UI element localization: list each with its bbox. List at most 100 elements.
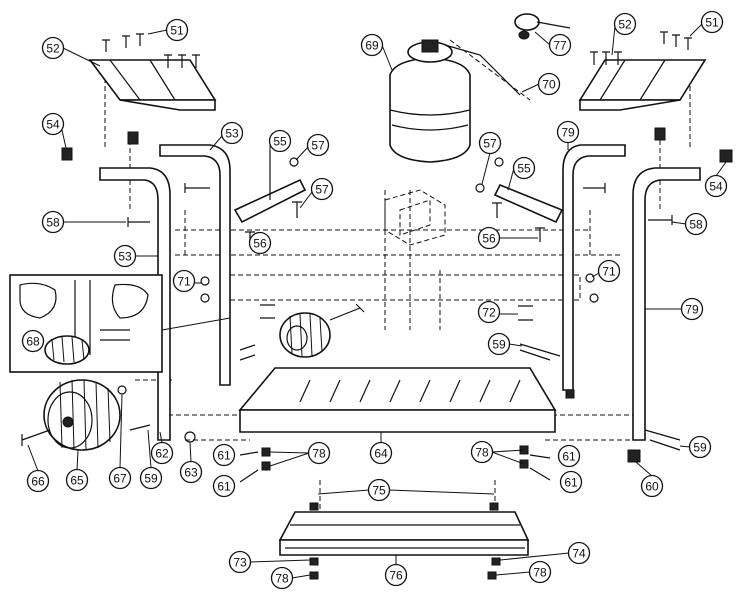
callout-circle <box>597 259 621 283</box>
callout-number: 55 <box>517 162 531 176</box>
callout-circle <box>41 36 65 60</box>
callout-number: 79 <box>561 126 575 140</box>
frame-leg-right-outer <box>632 167 701 441</box>
callout-circle <box>477 300 501 324</box>
small-hardware-left <box>200 276 275 361</box>
callout-56: 56 <box>248 231 272 255</box>
callout-78: 78 <box>470 440 494 464</box>
callout-number: 77 <box>553 39 567 53</box>
callout-58: 58 <box>41 210 65 234</box>
callout-69: 69 <box>360 33 384 57</box>
callout-68: 68 <box>21 329 45 353</box>
callout-number: 68 <box>26 335 40 349</box>
callout-number: 65 <box>70 474 84 488</box>
callout-61: 61 <box>559 470 583 494</box>
callout-70: 70 <box>537 72 561 96</box>
callout-number: 63 <box>184 466 198 480</box>
callout-circle <box>477 226 501 250</box>
callout-59: 59 <box>139 466 163 490</box>
callout-73: 73 <box>228 550 252 574</box>
callout-circle <box>26 469 50 493</box>
callout-circle <box>640 474 664 498</box>
callout-76: 76 <box>384 563 408 587</box>
callout-number: 58 <box>46 216 60 230</box>
callout-66: 66 <box>26 469 50 493</box>
callout-64: 64 <box>369 441 393 465</box>
callout-labels: 51 52 54 53 55 57 57 58 56 53 71 68 69 70 77 52 51 57 55 79… <box>21 10 728 590</box>
callout-number: 61 <box>564 476 578 490</box>
callout-circle <box>307 441 331 465</box>
callout-circle <box>548 33 572 57</box>
callout-circle <box>528 560 552 584</box>
callout-circle <box>41 210 65 234</box>
callout-number: 51 <box>170 24 184 38</box>
bracket-55-right <box>493 183 564 224</box>
callout-circle <box>108 466 132 490</box>
callout-number: 71 <box>177 275 191 289</box>
callout-circle <box>613 12 637 36</box>
bracket-55-left <box>233 150 307 224</box>
top-bracket-right <box>578 59 707 111</box>
callout-number: 66 <box>31 475 45 489</box>
callout-74: 74 <box>567 541 591 565</box>
callout-circle <box>139 466 163 490</box>
callout-number: 54 <box>709 180 723 194</box>
callout-number: 57 <box>483 137 497 151</box>
callout-number: 67 <box>113 472 127 486</box>
callout-circle <box>556 120 580 144</box>
callout-circle <box>220 121 244 145</box>
callout-circle <box>172 269 196 293</box>
callout-number: 59 <box>492 338 506 352</box>
callout-circle <box>228 550 252 574</box>
callout-number: 53 <box>118 250 132 264</box>
callout-number: 56 <box>482 232 496 246</box>
callout-51: 51 <box>165 18 189 42</box>
callout-number: 78 <box>275 572 289 586</box>
callout-circle <box>559 470 583 494</box>
callout-79: 79 <box>556 120 580 144</box>
callout-number: 78 <box>533 566 547 580</box>
callout-number: 52 <box>618 18 632 32</box>
callout-61: 61 <box>212 474 236 498</box>
callout-number: 56 <box>253 237 267 251</box>
callout-circle <box>684 212 708 236</box>
callout-number: 71 <box>602 265 616 279</box>
callout-67: 67 <box>108 466 132 490</box>
callout-number: 57 <box>315 183 329 197</box>
callout-number: 62 <box>155 447 169 461</box>
callout-55: 55 <box>512 156 536 180</box>
propane-tank <box>389 39 531 163</box>
callout-56: 56 <box>477 226 501 250</box>
callout-57: 57 <box>310 177 334 201</box>
callout-circle <box>306 133 330 157</box>
callout-number: 70 <box>542 78 556 92</box>
callout-circle <box>212 443 236 467</box>
callout-number: 57 <box>311 139 325 153</box>
callout-52: 52 <box>41 36 65 60</box>
callout-number: 55 <box>273 135 287 149</box>
top-bracket-left <box>88 59 217 111</box>
callout-51: 51 <box>700 10 724 34</box>
callout-54: 54 <box>41 112 65 136</box>
callout-54: 54 <box>704 174 728 198</box>
callout-number: 61 <box>562 450 576 464</box>
callout-circle <box>384 563 408 587</box>
callout-number: 73 <box>233 556 247 570</box>
callout-number: 69 <box>365 39 379 53</box>
callout-circle <box>270 566 294 590</box>
clip-right-top <box>654 127 666 141</box>
bolts-right-bracket <box>475 157 681 463</box>
callout-number: 78 <box>312 447 326 461</box>
screws-right <box>590 31 692 65</box>
callout-circle <box>537 72 561 96</box>
callout-circle <box>360 33 384 57</box>
callout-number: 53 <box>225 127 239 141</box>
callout-71: 71 <box>172 269 196 293</box>
small-wheel-left <box>279 303 365 358</box>
callout-57: 57 <box>306 133 330 157</box>
callout-71: 71 <box>597 259 621 283</box>
clip-left-top <box>127 131 139 145</box>
clip-54-left <box>61 147 73 161</box>
callout-number: 59 <box>693 441 707 455</box>
